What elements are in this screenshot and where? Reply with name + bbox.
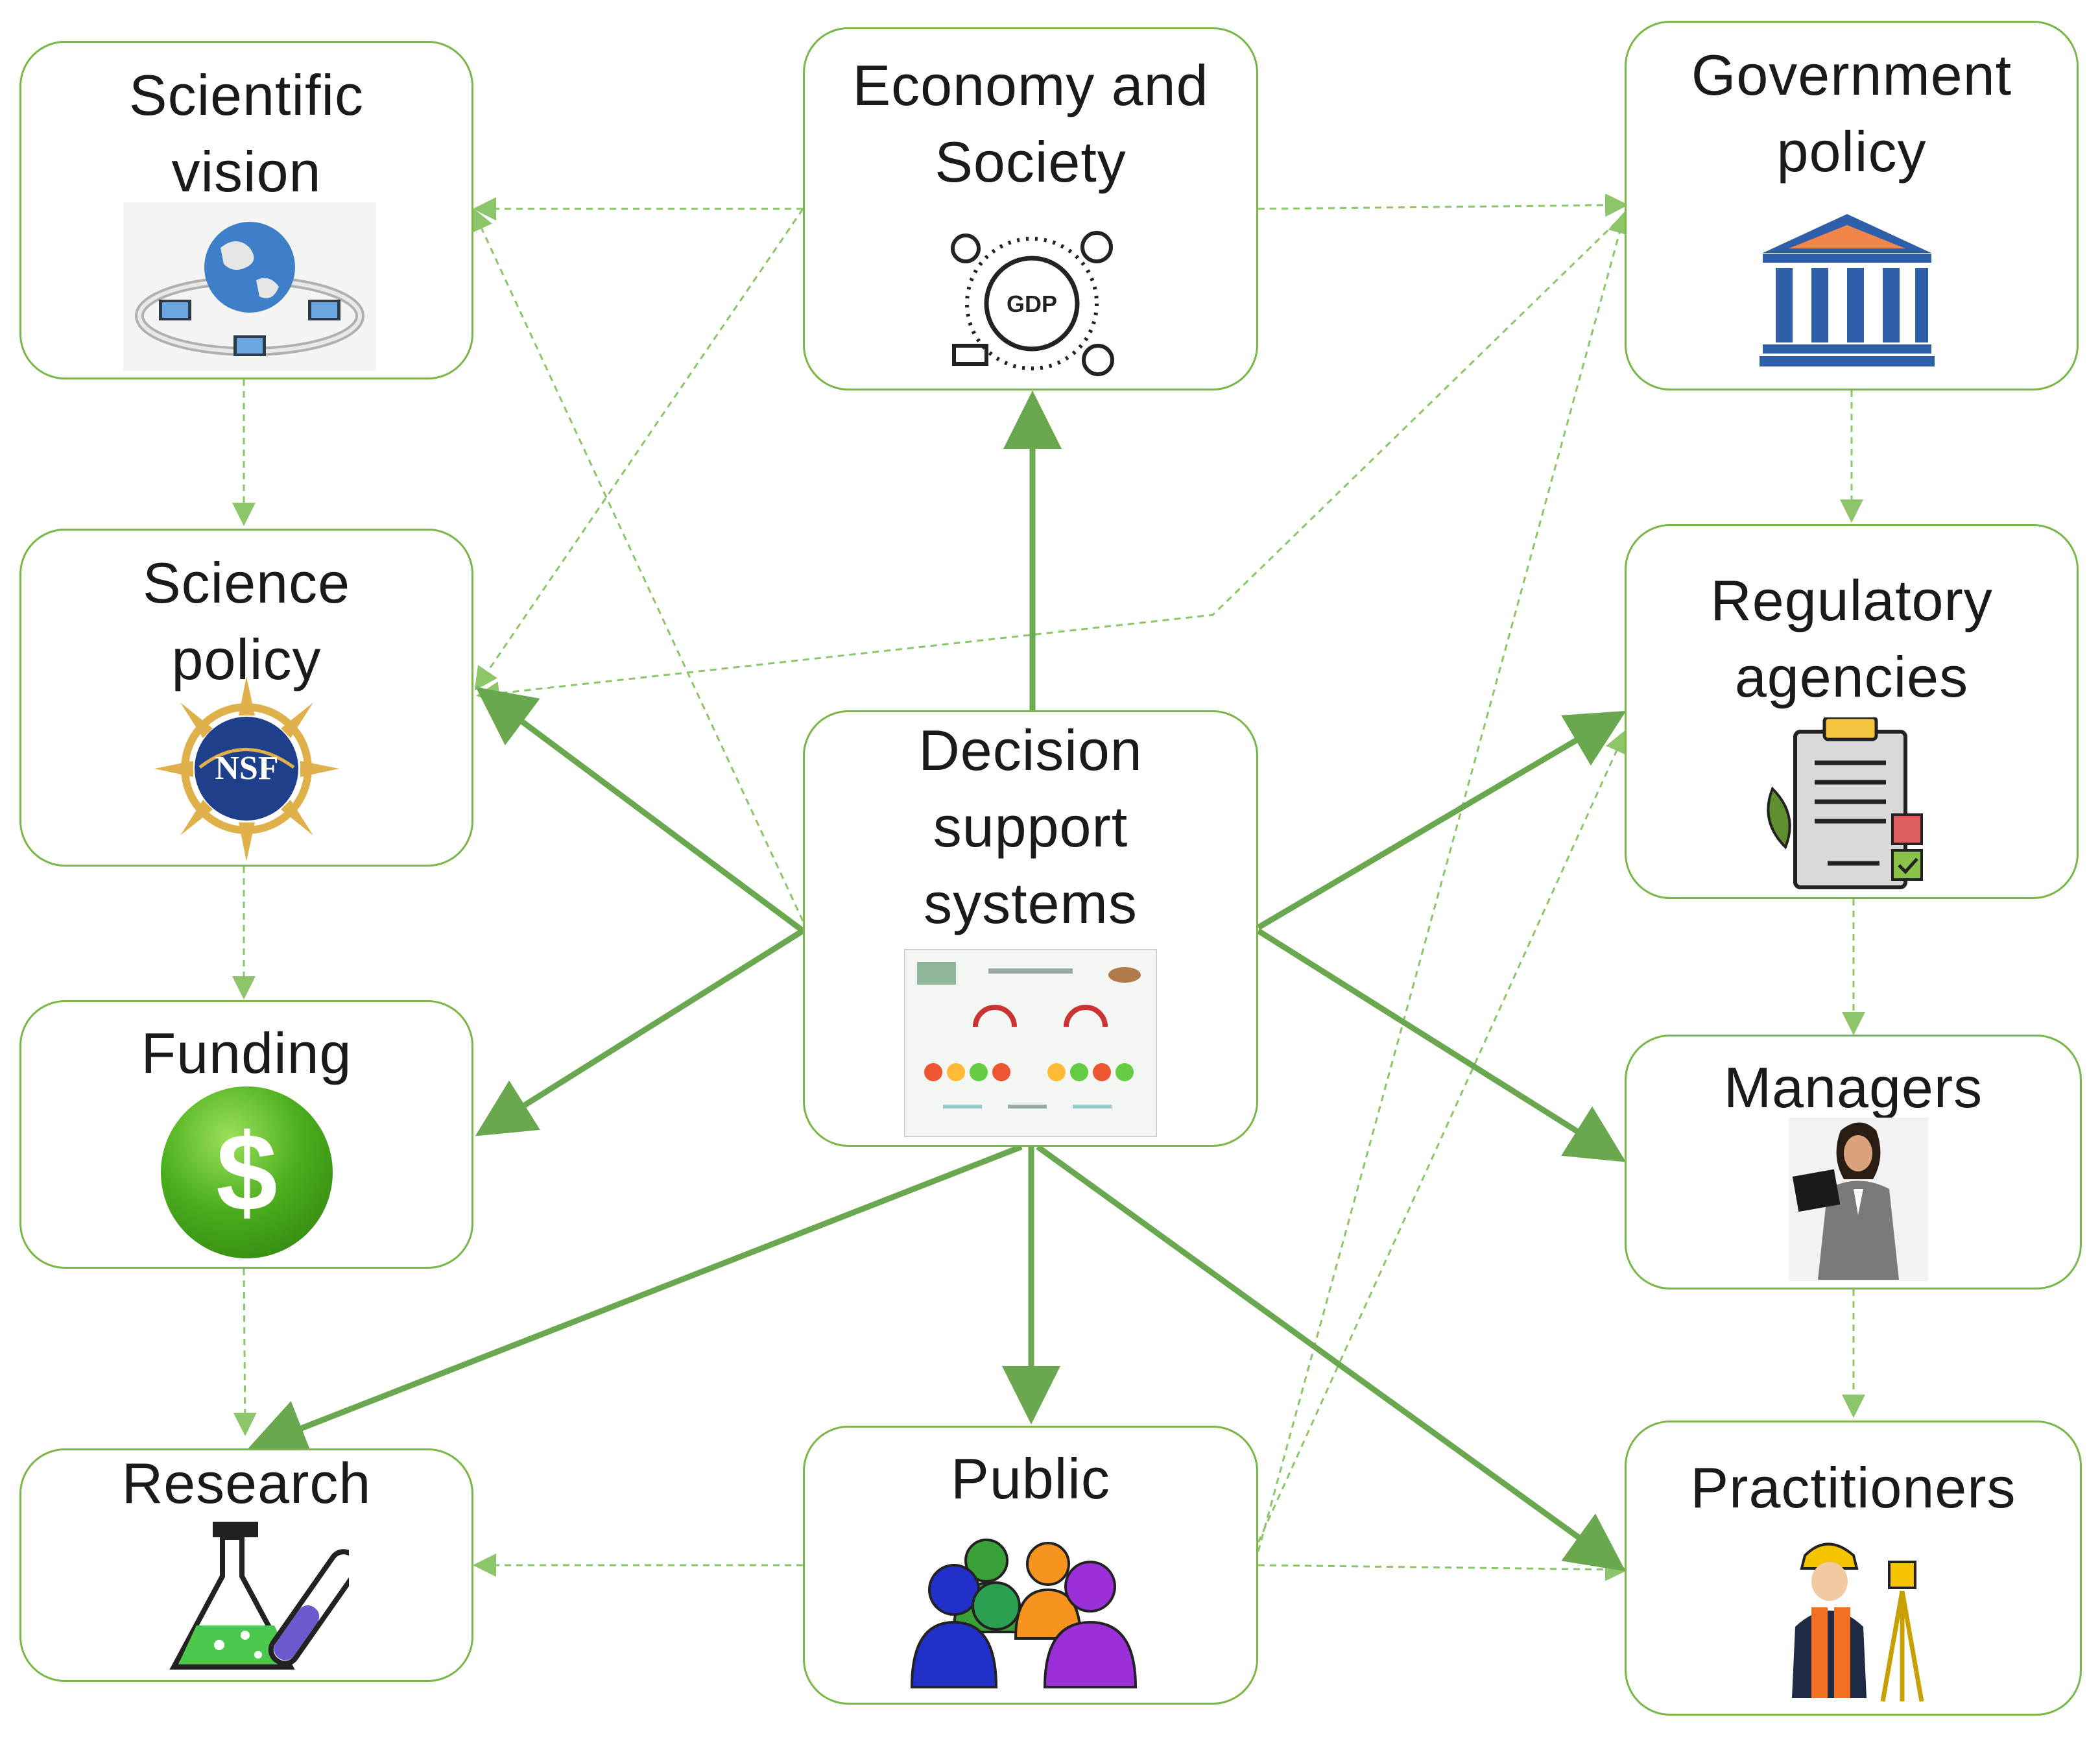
node-regulatory-agencies[interactable]: Regulatory agencies bbox=[1625, 524, 2079, 899]
edge-funding-to-research bbox=[233, 1268, 257, 1436]
node-label: Decision support systems bbox=[918, 718, 1143, 935]
node-managers[interactable]: Managers bbox=[1625, 1035, 2082, 1289]
people-group-icon bbox=[910, 1539, 1138, 1688]
edge-decision-to-practitioners bbox=[1036, 1144, 1626, 1572]
edge-decision-to-research bbox=[247, 1144, 1023, 1456]
dollar-coin-icon: $ bbox=[161, 1086, 333, 1258]
manager-with-laptop-icon bbox=[1789, 1118, 1928, 1281]
edge-decision-to-science-policy bbox=[475, 687, 805, 933]
node-research[interactable]: Research bbox=[19, 1448, 473, 1682]
node-label: Science policy bbox=[142, 551, 351, 691]
node-label: Funding bbox=[141, 1021, 352, 1085]
edge-decision-to-scientific-vision bbox=[471, 207, 804, 922]
node-label: Economy and Society bbox=[852, 53, 1209, 194]
node-label: Managers bbox=[1723, 1055, 1983, 1120]
node-decision-support-systems[interactable]: Decision support systems bbox=[803, 710, 1258, 1147]
edge-government-to-science-policy bbox=[476, 213, 1626, 705]
node-science-policy[interactable]: Science policy NSF bbox=[19, 529, 473, 867]
nsf-seal-icon: NSF bbox=[154, 677, 339, 861]
node-government-policy[interactable]: Government policy bbox=[1625, 21, 2079, 390]
node-label: Scientific vision bbox=[128, 63, 364, 204]
edge-economy-to-science-policy bbox=[474, 208, 804, 691]
node-label: Regulatory agencies bbox=[1710, 568, 1993, 709]
edge-decision-to-funding bbox=[475, 928, 805, 1136]
edge-economy-to-government-policy bbox=[1258, 193, 1629, 217]
node-funding[interactable]: Funding $ bbox=[19, 1000, 473, 1269]
dashboard-screenshot-icon bbox=[904, 949, 1157, 1137]
node-label: Government policy bbox=[1691, 43, 2012, 184]
edge-decision-to-regulatory bbox=[1256, 710, 1627, 930]
node-practitioners[interactable]: Practitioners bbox=[1625, 1421, 2082, 1716]
edge-decision-to-managers bbox=[1256, 928, 1627, 1162]
node-label: Practitioners bbox=[1690, 1456, 2016, 1520]
gdp-globe-icon: GDP bbox=[951, 231, 1114, 376]
node-scientific-vision[interactable]: Scientific vision bbox=[19, 41, 473, 379]
node-public[interactable]: Public bbox=[803, 1426, 1258, 1705]
edge-public-to-government bbox=[1257, 210, 1631, 1552]
lab-flask-icon bbox=[169, 1522, 349, 1670]
node-label: Research bbox=[121, 1451, 372, 1515]
svg-text:GDP: GDP bbox=[1007, 291, 1057, 317]
dollar-sign-text: $ bbox=[216, 1111, 278, 1234]
edge-public-to-regulatory bbox=[1257, 729, 1628, 1543]
networked-globe-icon bbox=[123, 202, 376, 371]
edge-public-to-practitioners bbox=[1258, 1557, 1629, 1581]
node-economy-and-society[interactable]: Economy and Society GDP bbox=[803, 27, 1258, 390]
surveyor-icon bbox=[1792, 1542, 1924, 1702]
government-building-icon bbox=[1760, 214, 1935, 366]
regulatory-clipboard-icon bbox=[1767, 717, 1923, 889]
nsf-seal-text: NSF bbox=[215, 750, 279, 787]
node-label: Public bbox=[951, 1446, 1110, 1511]
